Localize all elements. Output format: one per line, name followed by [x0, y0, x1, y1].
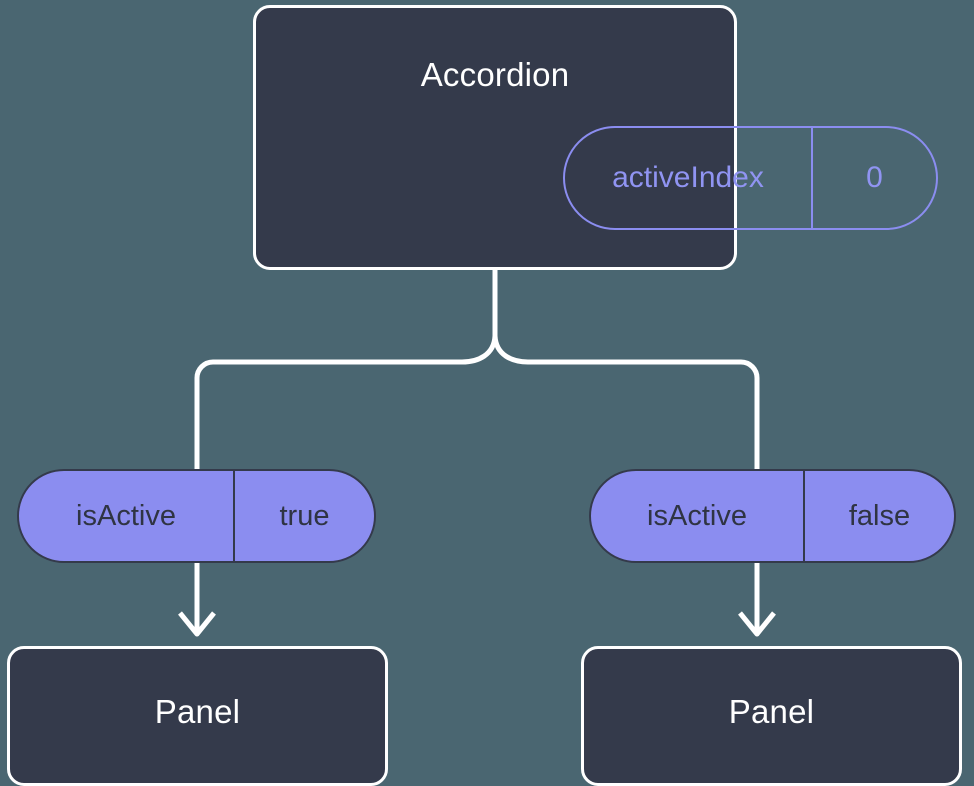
state-badge-value: 0	[866, 161, 883, 194]
panel-node-left[interactable]: Panel	[7, 646, 388, 786]
diagram-canvas: Accordion activeIndex 0 isActive true is…	[7, 5, 962, 786]
prop-pill-left-key: isActive	[19, 471, 235, 561]
arrow-head-left	[178, 611, 216, 637]
accordion-title: Accordion	[420, 56, 570, 93]
accordion-state-badge[interactable]: activeIndex 0	[563, 126, 938, 230]
prop-pill-right-key: isActive	[591, 471, 805, 561]
prop-pill-right-value: false	[848, 499, 911, 532]
panel-node-right[interactable]: Panel	[581, 646, 962, 786]
accordion-node[interactable]: Accordion activeIndex 0	[253, 5, 938, 270]
prop-pill-left[interactable]: isActive true	[17, 469, 376, 563]
panel-right-title: Panel	[728, 693, 815, 730]
panel-left-title: Panel	[154, 693, 241, 730]
prop-pill-left-value: true	[279, 499, 330, 532]
state-badge-key: activeIndex	[565, 128, 813, 228]
connector-branch-left	[194, 335, 498, 471]
arrow-head-right	[738, 611, 776, 637]
prop-pill-right[interactable]: isActive false	[589, 469, 956, 563]
connector-branch-right	[492, 335, 760, 471]
